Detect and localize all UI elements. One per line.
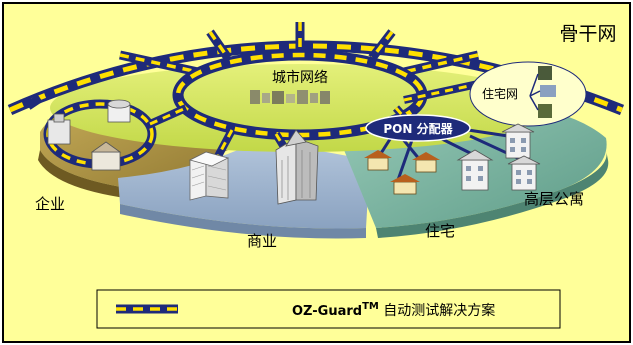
- backbone-risers: [25, 22, 480, 110]
- home-device-icon: [538, 66, 552, 80]
- apartment-building-icon: [501, 123, 535, 159]
- office-tower-icon: [275, 129, 319, 205]
- enterprise-building-icon: [90, 141, 122, 171]
- legend-box: OZ-GuardTM 自动测试解决方案: [96, 289, 561, 329]
- enterprise-building-icon: [47, 113, 71, 145]
- home-device-icon: [538, 104, 552, 118]
- residential-network-bubble: [469, 61, 587, 127]
- pon-splitter-label: PON 分配器: [383, 121, 453, 136]
- residential-network-label: 住宅网: [482, 86, 518, 101]
- residential-label: 住宅: [425, 222, 455, 240]
- house-icon: [390, 174, 420, 195]
- house-icon: [364, 150, 392, 171]
- home-device-icon: [540, 85, 556, 97]
- apartment-building-icon: [456, 149, 494, 191]
- commercial-label: 商业: [247, 232, 277, 250]
- city-network-data-blur: [250, 90, 330, 104]
- high-rise-label: 高层公寓: [524, 190, 584, 208]
- legend-product-name: OZ-GuardTM 自动测试解决方案: [292, 301, 495, 319]
- backbone-label: 骨干网: [559, 23, 616, 45]
- enterprise-building-icon: [107, 99, 131, 123]
- apartment-building-icon: [507, 155, 541, 191]
- pon-splitter-badge: PON 分配器: [365, 114, 471, 142]
- office-building-icon: [188, 151, 230, 201]
- city-network-label: 城市网络: [272, 69, 328, 86]
- house-icon: [412, 152, 440, 173]
- enterprise-label: 企业: [35, 195, 65, 213]
